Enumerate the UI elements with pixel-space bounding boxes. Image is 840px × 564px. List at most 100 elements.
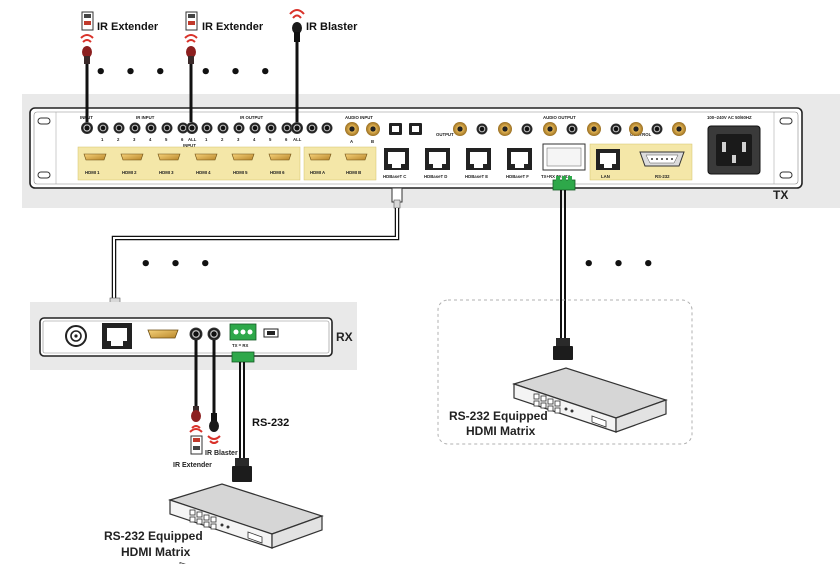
audio-output-jacks [453, 122, 686, 136]
hdmi-port-4[interactable]: HDMI 4 [194, 153, 218, 175]
ir-extra-jack[interactable] [321, 122, 333, 134]
ir-output-jack[interactable] [281, 122, 293, 134]
audio-output-jack[interactable] [453, 122, 467, 136]
lan-port[interactable]: LAN [596, 149, 620, 179]
ir-output-num: 2 [221, 137, 224, 142]
ir-output-jack[interactable] [217, 122, 229, 134]
rs232-cable-label: RS-232 [252, 417, 289, 429]
audio-output-jack[interactable] [587, 122, 601, 136]
audio-output-jack[interactable] [521, 123, 533, 135]
hdmi-port-label: HDMI 5 [233, 170, 248, 175]
output-label: OUTPUT [436, 132, 454, 137]
ir-output-num: 4 [253, 137, 256, 142]
rack-slot-icon [779, 117, 793, 125]
all-label: ALL [188, 137, 197, 142]
ir-output-jack[interactable] [249, 122, 261, 134]
ir-output-group-label: IR OUTPUT [240, 115, 264, 120]
hdbaset-port-d[interactable]: HDBaseT D [424, 148, 450, 179]
audio-output-jack[interactable] [610, 123, 622, 135]
ir-output-jack[interactable] [201, 122, 213, 134]
all-label: ALL [293, 137, 302, 142]
audio-output-jack[interactable] [476, 123, 488, 135]
ellipsis: • • • [583, 254, 660, 275]
ir-blaster-label: IR Blaster [306, 21, 358, 33]
hdmi-port-6[interactable]: HDMI 6 [268, 153, 292, 175]
audio-output-jack[interactable] [629, 122, 643, 136]
audio-input-num: A [350, 139, 353, 144]
ir-input-jack[interactable] [177, 122, 189, 134]
audio-input-jack[interactable] [345, 122, 359, 136]
matrix-bottom-line1: RS-232 Equipped [104, 529, 203, 543]
hdbaset-port-c[interactable]: HDBaseT C [383, 148, 409, 179]
hdmi-port-2[interactable]: HDMI 2 [120, 153, 144, 175]
hdmi-input-ports: HDMI 1 HDMI 2 HDMI 3 HDMI 4 HDMI 5 HDMI … [77, 146, 301, 181]
ir-input-num: 5 [165, 137, 168, 142]
rx-ir-jack[interactable] [207, 327, 221, 341]
rx-rs232-terminal[interactable]: TX = RX [229, 323, 257, 348]
rs232-device-frame [437, 299, 693, 445]
rx-ir-extender-label: IR Extender [173, 462, 212, 469]
audio-input-jack[interactable] [366, 122, 380, 136]
rs232-port[interactable]: RS-232 [639, 151, 685, 179]
audio-output-jack[interactable] [498, 122, 512, 136]
input-sub-label: INPUT [183, 143, 196, 148]
audio-output-jack[interactable] [672, 122, 686, 136]
rx-ir-blaster: IR Blaster [205, 340, 238, 457]
ir-input-jack[interactable] [145, 122, 157, 134]
audio-output-jack[interactable] [651, 123, 663, 135]
rx-hdmi-port[interactable] [147, 329, 179, 339]
hdmi-output-a[interactable]: HDMI A [308, 153, 332, 175]
matrix-right-line2: HDMI Matrix [466, 424, 536, 438]
ir-output-num: 1 [205, 137, 208, 142]
ellipsis: • • • [140, 254, 217, 275]
ir-input-jack[interactable] [113, 122, 125, 134]
audio-input-jacks: A B [345, 122, 380, 144]
hdbaset-ports: HDBaseT C HDBaseT D HDBaseT E HDBaseT F [383, 148, 532, 179]
hdmi-port-5[interactable]: HDMI 5 [231, 153, 255, 175]
ir-input-jack[interactable] [161, 122, 173, 134]
audio-input-group-label: AUDIO INPUT [345, 115, 373, 120]
ir-input-jack[interactable] [129, 122, 141, 134]
hdmi-port-3[interactable]: HDMI 3 [157, 153, 181, 175]
hdmi-port-label: HDMI 4 [196, 170, 211, 175]
ir-output-jack[interactable] [265, 122, 277, 134]
ir-input-num: 6 [181, 137, 184, 142]
hdbaset-port-f[interactable]: HDBaseT F [506, 148, 532, 179]
rx-rs232-label: TX = RX [232, 343, 248, 348]
tx-unit: INPUT IR INPUT IR OUTPUT AUDIO INPUT AUD… [29, 107, 803, 189]
ir-input-all-jack[interactable] [81, 122, 93, 134]
hdmi-port-label: HDMI 6 [270, 170, 285, 175]
hdmi-port-1[interactable]: HDMI 1 [83, 153, 107, 175]
ir-output-jack[interactable] [233, 122, 245, 134]
rs232-label: RS-232 [655, 174, 670, 179]
rx-dc-jack[interactable] [65, 325, 87, 347]
hdbaset-port-e[interactable]: HDBaseT E [465, 148, 491, 179]
ir-extender-label: IR Extender [202, 21, 264, 33]
ir-all-jack[interactable] [186, 122, 198, 134]
hdmi-port-label: HDMI A [310, 170, 325, 175]
power-inlet [707, 125, 761, 175]
ir-output-all-jack[interactable] [291, 122, 303, 134]
audio-output-group-label: AUDIO OUTPUT [543, 115, 576, 120]
rs232-terminal-tx[interactable]: TX+RX TX+RX [541, 143, 586, 179]
control-label: CONTROL [630, 132, 652, 137]
ir-input-jacks: 1 2 3 4 5 6 [81, 122, 189, 142]
ir-output-num: 5 [269, 137, 272, 142]
ellipsis: • • • [95, 62, 172, 83]
rx-ir-jack[interactable] [189, 327, 203, 341]
ir-input-jack[interactable] [97, 122, 109, 134]
ir-extender-label: IR Extender [97, 21, 159, 33]
rx-badge: RX [336, 330, 353, 344]
ir-extra-jack[interactable] [306, 122, 318, 134]
ir-output-num: 6 [285, 137, 288, 142]
rx-ir-blaster-label: IR Blaster [205, 450, 238, 457]
audio-output-jack[interactable] [566, 123, 578, 135]
hdbaset-label: HDBaseT E [465, 174, 488, 179]
tx-badge: TX [773, 188, 788, 202]
matrix-right-line1: RS-232 Equipped [449, 409, 548, 423]
optical-ports [389, 123, 422, 135]
rx-usb-port[interactable] [263, 328, 279, 338]
hdmi-output-b[interactable]: HDMI B [344, 153, 368, 175]
audio-output-jack[interactable] [543, 122, 557, 136]
rx-hdbaset-port[interactable] [102, 323, 132, 349]
